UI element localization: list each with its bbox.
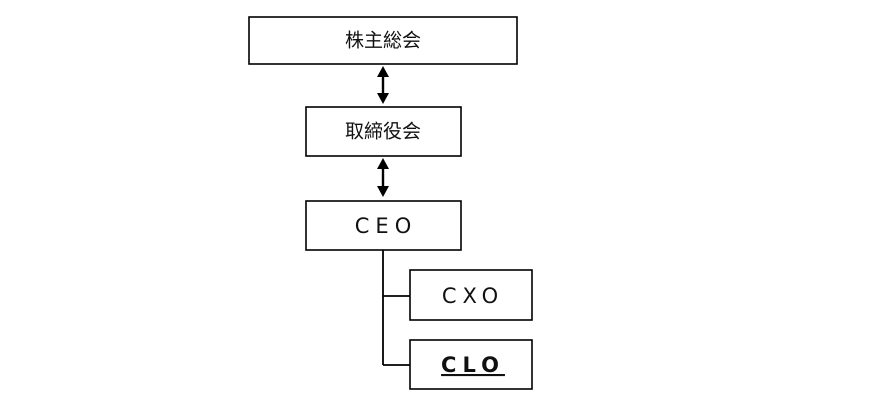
node-cxo: CXO <box>409 269 533 321</box>
node-clo-box <box>409 339 533 390</box>
node-ceo-box <box>305 200 462 251</box>
node-board-of-directors-box <box>305 106 462 157</box>
node-clo-label: CLO <box>441 353 505 377</box>
arrow-head-down <box>377 186 389 197</box>
node-cxo-box <box>409 269 533 321</box>
node-clo: CLO <box>409 339 533 390</box>
double-arrow-board-ceo <box>377 158 389 197</box>
double-arrow-shareholders-board <box>377 66 389 104</box>
node-board-of-directors: 取締役会 <box>305 106 462 157</box>
node-shareholders-meeting-box <box>248 16 518 65</box>
node-shareholders-meeting-label: 株主総会 <box>345 30 421 52</box>
node-board-of-directors-label: 取締役会 <box>345 121 421 143</box>
arrow-head-up <box>377 158 389 169</box>
tree-connectors <box>382 250 410 366</box>
node-cxo-label: CXO <box>442 284 504 308</box>
node-ceo: CEO <box>305 200 462 251</box>
node-ceo-label: CEO <box>355 214 417 238</box>
node-shareholders-meeting: 株主総会 <box>248 16 518 65</box>
arrow-head-down <box>377 93 389 104</box>
arrow-head-up <box>377 66 389 77</box>
